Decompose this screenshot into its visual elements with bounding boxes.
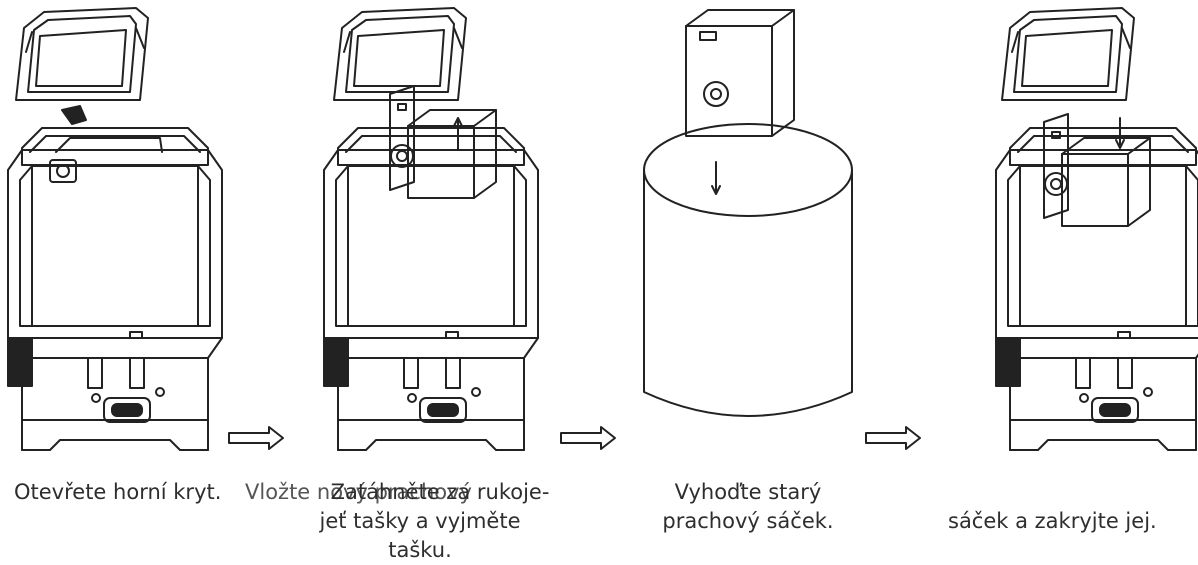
step4-caption-overlap: Vložte nový prachový (245, 480, 472, 504)
step1-dock-illustration (7, 7, 223, 451)
step1-caption: Otevřete horní kryt. (14, 480, 222, 504)
arrow-right-icon (865, 426, 921, 450)
step2-dock-illustration (323, 7, 539, 451)
step3-caption-line2: prachový sáček. (662, 509, 834, 533)
step2-caption-line2: jeť tašky a vyjměte (319, 509, 521, 533)
step3-caption-line1: Vyhoďte starý (674, 480, 822, 504)
arrow-right-icon (560, 426, 616, 450)
step4-caption-line2: sáček a zakryjte jej. (948, 509, 1157, 533)
arrow-right-icon (228, 426, 284, 450)
step2-caption-line3: tašku. (388, 538, 452, 562)
step3-bin-illustration (643, 9, 853, 417)
step2-caption-line1: Zatáhněte za rukoje- (330, 480, 550, 504)
step4-dock-illustration (995, 7, 1198, 451)
